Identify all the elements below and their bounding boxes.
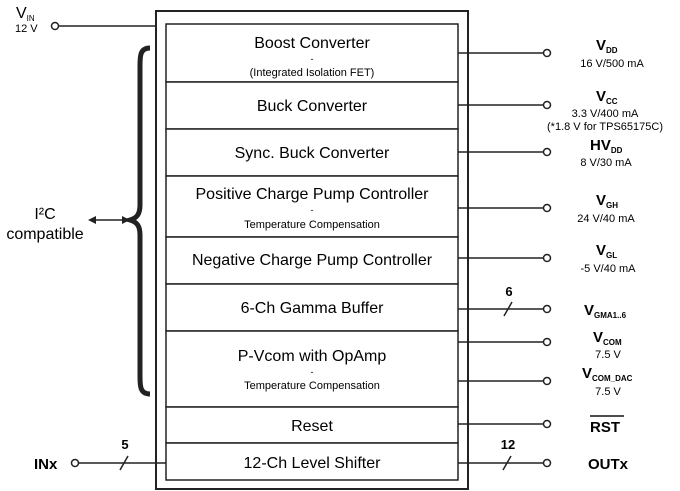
output-vgl: VGL -5 V/40 mA (580, 242, 636, 275)
block-level-shifter: 12-Ch Level Shifter (165, 442, 459, 481)
output-rst: RST (590, 415, 624, 436)
svg-text:VCOM_DAC: VCOM_DAC (582, 365, 633, 383)
block-title: Buck Converter (257, 98, 368, 115)
output-wires (458, 48, 552, 468)
block-dash: - (311, 205, 314, 215)
inx-bus-width: 5 (121, 437, 128, 452)
output-spec: 7.5 V (595, 349, 621, 361)
output-vgh: VGH 24 V/40 mA (577, 192, 635, 225)
output-vcc: VCC 3.3 V/400 mA (*1.8 V for TPS65175C) (547, 88, 663, 133)
output-spec: 3.3 V/400 mA (572, 108, 639, 120)
block-title: 6-Ch Gamma Buffer (241, 300, 385, 317)
svg-text:VGH: VGH (596, 192, 618, 210)
outx-label: OUTx (588, 456, 629, 473)
block-title: Positive Charge Pump Controller (196, 186, 430, 203)
output-spec: 24 V/40 mA (577, 213, 635, 225)
gamma-bus-width: 6 (505, 284, 512, 299)
vin-label: VIN (16, 5, 35, 23)
i2c-arrow-left (88, 216, 96, 224)
output-spec: 8 V/30 mA (580, 157, 632, 169)
block-title: Boost Converter (254, 35, 370, 52)
svg-text:HVDD: HVDD (590, 137, 623, 155)
block-boost: Boost Converter - (Integrated Isolation … (165, 23, 459, 83)
output-note: (*1.8 V for TPS65175C) (547, 121, 663, 133)
i2c-brace (120, 45, 151, 397)
output-spec: 7.5 V (595, 386, 621, 398)
block-p-vcom: P-Vcom with OpAmp - Temperature Compensa… (165, 330, 459, 408)
vin-pin (50, 21, 60, 31)
block-title: 12-Ch Level Shifter (244, 455, 382, 472)
inx-terminal: INx (34, 456, 166, 473)
output-spec: 16 V/500 mA (580, 58, 644, 70)
block-subtitle: Temperature Compensation (244, 380, 380, 392)
vin-value: 12 V (15, 23, 38, 35)
block-sync-buck: Sync. Buck Converter (165, 128, 459, 177)
svg-text:VCOM: VCOM (593, 329, 622, 347)
block-subtitle: Temperature Compensation (244, 219, 380, 231)
block-title: Sync. Buck Converter (235, 145, 390, 162)
i2c-arrow-right (122, 216, 130, 224)
block-dash: - (311, 54, 314, 64)
output-hvdd: HVDD 8 V/30 mA (580, 137, 632, 169)
svg-text:VDD: VDD (596, 37, 618, 55)
vin-terminal: VIN 12 V (15, 5, 156, 35)
output-outx: OUTx (588, 456, 629, 473)
block-gamma-buffer: 6-Ch Gamma Buffer (165, 283, 459, 332)
svg-text:VGMA1..6: VGMA1..6 (584, 302, 627, 320)
output-vdd: VDD 16 V/500 mA (580, 37, 644, 70)
block-reset: Reset (165, 406, 459, 444)
output-vcom-dac: VCOM_DAC 7.5 V (582, 365, 633, 398)
inx-pin (70, 458, 80, 468)
outx-bus-width: 12 (501, 437, 515, 452)
output-vcom: VCOM 7.5 V (593, 329, 622, 361)
block-title: Reset (291, 418, 333, 435)
i2c-label: I²C (34, 206, 55, 223)
svg-text:VCC: VCC (596, 88, 618, 106)
rst-label: RST (590, 419, 620, 436)
i2c-compatible-label: compatible (6, 226, 83, 243)
block-title: P-Vcom with OpAmp (238, 348, 387, 365)
output-spec: -5 V/40 mA (580, 263, 636, 275)
output-vgma: VGMA1..6 (584, 302, 627, 320)
block-positive-charge-pump: Positive Charge Pump Controller - Temper… (165, 175, 459, 238)
block-subtitle: (Integrated Isolation FET) (250, 67, 375, 79)
svg-text:VGL: VGL (596, 242, 617, 260)
block-negative-charge-pump: Negative Charge Pump Controller (165, 236, 459, 285)
block-dash: - (311, 367, 314, 377)
block-title: Negative Charge Pump Controller (192, 252, 433, 269)
i2c-interface: I²C compatible (6, 45, 151, 397)
inx-label: INx (34, 456, 58, 473)
block-buck: Buck Converter (165, 81, 459, 130)
chip-outline (155, 10, 469, 490)
